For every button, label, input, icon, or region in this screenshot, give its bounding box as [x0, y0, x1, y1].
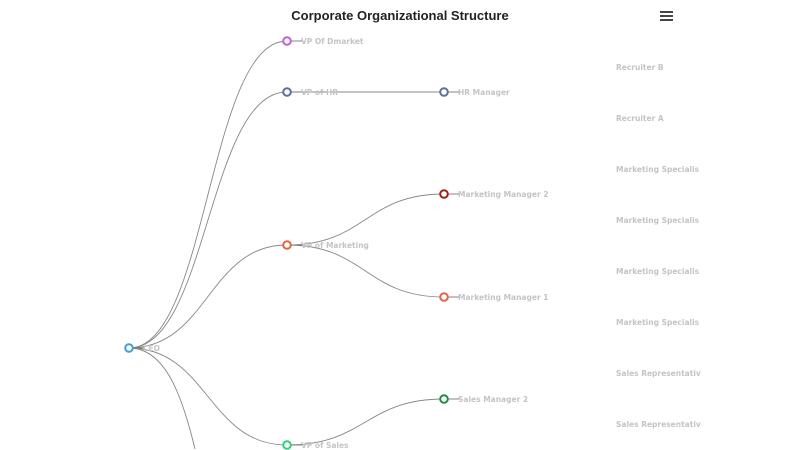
edge-ceo-hr — [128, 91, 288, 349]
node-mm1[interactable] — [439, 292, 449, 302]
leaf-label: Marketing Specialis — [616, 267, 700, 276]
node-hrm[interactable] — [439, 87, 449, 97]
node-label-hr: VP of HR — [301, 88, 338, 97]
leaf-label: Sales Representativ — [616, 369, 701, 378]
edge-ceo-mkt — [128, 244, 288, 349]
edge-ceo-dmarket — [128, 40, 288, 349]
node-hr[interactable] — [282, 87, 292, 97]
node-label-mm2: Marketing Manager 2 — [458, 190, 548, 199]
node-sales[interactable] — [282, 440, 292, 450]
node-sm2[interactable] — [439, 394, 449, 404]
edge-mkt-mm2 — [286, 193, 445, 246]
node-mkt[interactable] — [282, 240, 292, 250]
node-label-sales: VP of Sales — [301, 441, 349, 450]
edge-ceo-sales — [128, 347, 288, 446]
leaf-label: Sales Representativ — [616, 420, 701, 429]
node-ceo[interactable] — [124, 343, 134, 353]
node-label-dmarket: VP Of Dmarket — [301, 37, 364, 46]
leaf-label: Marketing Specialis — [616, 216, 700, 225]
leaf-label: Recruiter A — [616, 114, 664, 123]
edge-ceo-offscreen — [128, 347, 196, 450]
chart-title: Corporate Organizational Structure — [291, 8, 509, 23]
edge-sales-sm2 — [286, 398, 445, 446]
leaf-label: Marketing Specialis — [616, 318, 700, 327]
leaf-label: Recruiter B — [616, 63, 664, 72]
node-label-mkt: VP of Marketing — [301, 241, 369, 250]
node-label-ceo: CEO — [143, 344, 160, 353]
node-mm2[interactable] — [439, 189, 449, 199]
node-label-mm1: Marketing Manager 1 — [458, 293, 548, 302]
node-label-hrm: HR Manager — [458, 88, 510, 97]
node-label-sm2: Sales Manager 2 — [458, 395, 528, 404]
hamburger-menu-icon[interactable] — [660, 11, 673, 23]
edge-mkt-mm1 — [286, 244, 445, 298]
node-dmarket[interactable] — [282, 36, 292, 46]
leaf-label: Marketing Specialis — [616, 165, 700, 174]
